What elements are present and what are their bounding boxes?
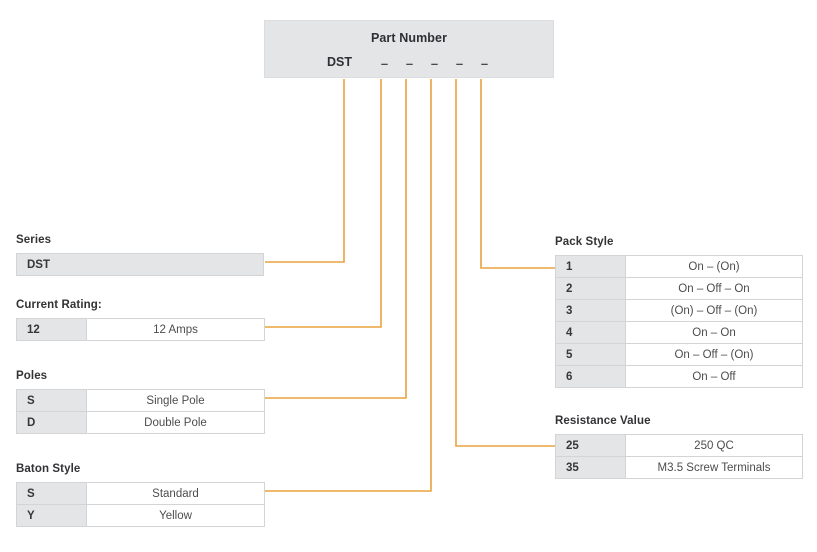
group-pack-style-title: Pack Style (555, 236, 614, 248)
table-row[interactable]: S Standard (16, 482, 265, 505)
group-baton-style: Baton Style S Standard Y Yellow (16, 463, 265, 527)
table-row[interactable]: DST (16, 253, 264, 276)
table-row[interactable]: 25 250 QC (555, 434, 803, 457)
table-row[interactable]: 2 On – Off – On (555, 277, 803, 300)
connector-baton-style (265, 79, 432, 492)
group-pack-style: Pack Style 1 On – (On) 2 On – Off – On 3… (555, 236, 803, 388)
pack-style-table: 1 On – (On) 2 On – Off – On 3 (On) – Off… (555, 255, 803, 388)
pack-style-code-cell-5: 6 (555, 365, 626, 388)
poles-table: S Single Pole D Double Pole (16, 389, 265, 434)
resistance-value-code-cell-0: 25 (555, 434, 626, 457)
connector-resistance-value (455, 79, 555, 447)
part-number-fields: DST – – – – – (265, 53, 553, 75)
part-number-dash-1: – (380, 56, 389, 71)
table-row[interactable]: 5 On – Off – (On) (555, 343, 803, 366)
baton-style-code-cell-1: Y (16, 504, 87, 527)
group-poles: Poles S Single Pole D Double Pole (16, 370, 265, 434)
table-row[interactable]: 6 On – Off (555, 365, 803, 388)
group-series-title: Series (16, 234, 52, 246)
group-series: Series DST (16, 234, 264, 276)
series-table: DST (16, 253, 264, 276)
resistance-value-table: 25 250 QC 35 M3.5 Screw Terminals (555, 434, 803, 479)
connector-poles (265, 79, 407, 399)
table-row[interactable]: 1 On – (On) (555, 255, 803, 278)
baton-style-table: S Standard Y Yellow (16, 482, 265, 527)
table-row[interactable]: 12 12 Amps (16, 318, 265, 341)
group-current-rating: Current Rating: 12 12 Amps (16, 299, 265, 341)
resistance-value-desc-cell-0: 250 QC (625, 434, 803, 457)
table-row[interactable]: S Single Pole (16, 389, 265, 412)
group-poles-title: Poles (16, 370, 48, 382)
group-baton-style-title: Baton Style (16, 463, 81, 475)
pack-style-code-cell-0: 1 (555, 255, 626, 278)
table-row[interactable]: D Double Pole (16, 411, 265, 434)
series-code-cell: DST (16, 253, 264, 276)
current-rating-table: 12 12 Amps (16, 318, 265, 341)
part-number-dash-5: – (480, 56, 489, 71)
pack-style-desc-cell-4: On – Off – (On) (625, 343, 803, 366)
table-row[interactable]: Y Yellow (16, 504, 265, 527)
part-number-box: Part Number DST – – – – – (264, 20, 554, 78)
pack-style-code-cell-4: 5 (555, 343, 626, 366)
resistance-value-code-cell-1: 35 (555, 456, 626, 479)
pack-style-code-cell-2: 3 (555, 299, 626, 322)
baton-style-code-cell-0: S (16, 482, 87, 505)
part-number-title: Part Number (370, 31, 448, 45)
group-resistance-value: Resistance Value 25 250 QC 35 M3.5 Screw… (555, 415, 803, 479)
pack-style-desc-cell-3: On – On (625, 321, 803, 344)
group-current-rating-title: Current Rating: (16, 299, 102, 311)
part-number-prefix: DST (327, 55, 352, 69)
pack-style-code-cell-1: 2 (555, 277, 626, 300)
table-row[interactable]: 4 On – On (555, 321, 803, 344)
part-number-dash-3: – (430, 56, 439, 71)
table-row[interactable]: 35 M3.5 Screw Terminals (555, 456, 803, 479)
current-rating-code-cell: 12 (16, 318, 87, 341)
current-rating-desc-cell: 12 Amps (86, 318, 265, 341)
poles-desc-cell-1: Double Pole (86, 411, 265, 434)
part-number-dash-4: – (455, 56, 464, 71)
pack-style-desc-cell-1: On – Off – On (625, 277, 803, 300)
pack-style-desc-cell-5: On – Off (625, 365, 803, 388)
poles-desc-cell-0: Single Pole (86, 389, 265, 412)
part-number-dash-2: – (405, 56, 414, 71)
baton-style-desc-cell-0: Standard (86, 482, 265, 505)
baton-style-desc-cell-1: Yellow (86, 504, 265, 527)
pack-style-code-cell-3: 4 (555, 321, 626, 344)
poles-code-cell-1: D (16, 411, 87, 434)
poles-code-cell-0: S (16, 389, 87, 412)
pack-style-desc-cell-2: (On) – Off – (On) (625, 299, 803, 322)
connector-pack-style (480, 79, 555, 269)
group-resistance-value-title: Resistance Value (555, 415, 651, 427)
pack-style-desc-cell-0: On – (On) (625, 255, 803, 278)
table-row[interactable]: 3 (On) – Off – (On) (555, 299, 803, 322)
resistance-value-desc-cell-1: M3.5 Screw Terminals (625, 456, 803, 479)
connector-current-rating (265, 79, 382, 328)
connector-series (265, 79, 345, 263)
